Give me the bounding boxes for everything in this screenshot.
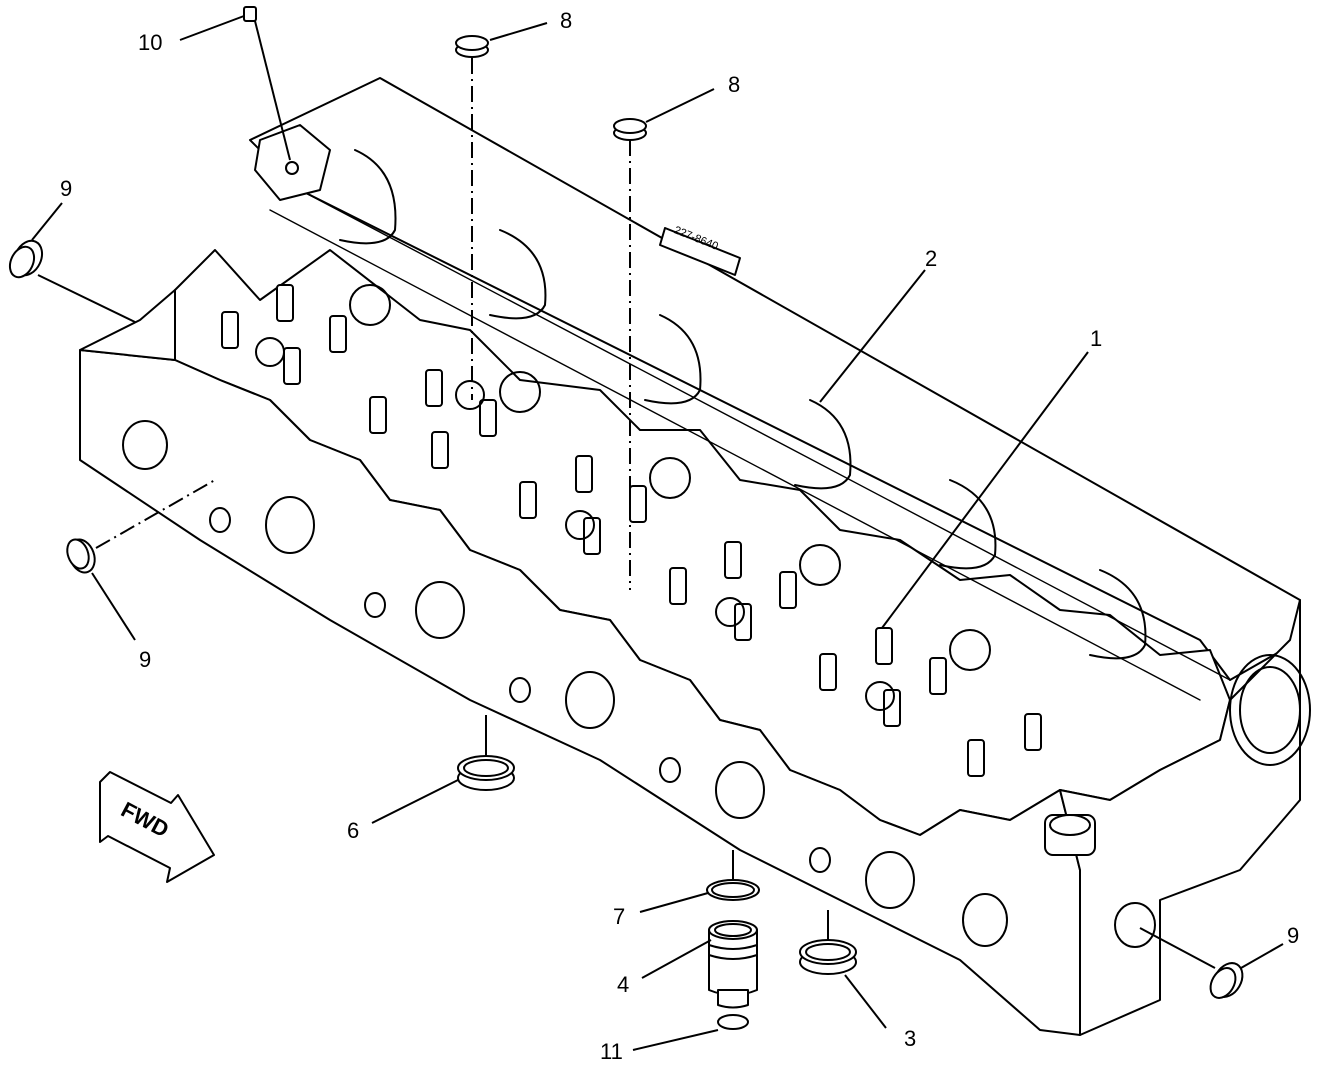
bolt-part <box>243 6 257 22</box>
plug-part-a <box>455 35 489 58</box>
callout-10: 10 <box>138 30 162 55</box>
callout-3: 3 <box>904 1026 916 1051</box>
callout-leaders <box>31 15 1284 1051</box>
plug-part-9-left <box>66 538 96 574</box>
callout-7: 7 <box>613 904 625 929</box>
plug-part-b <box>613 118 647 141</box>
callout-8-upper: 8 <box>560 8 572 33</box>
valve-stems <box>221 284 1042 777</box>
plug-part-9-right <box>1209 962 1244 999</box>
plug-part-9-top <box>8 239 44 279</box>
callout-9-right: 9 <box>1287 923 1299 948</box>
callout-11: 11 <box>600 1039 623 1064</box>
seal-part-6 <box>457 755 515 791</box>
callout-8-lower: 8 <box>728 72 740 97</box>
o-ring-11 <box>717 1014 749 1030</box>
callout-labels: 1 2 3 4 6 7 8 8 9 9 9 10 11 <box>60 8 1299 1064</box>
callout-6: 6 <box>347 818 359 843</box>
callout-4: 4 <box>617 972 629 997</box>
seal-part-3 <box>799 939 857 975</box>
callout-9-left: 9 <box>139 647 151 672</box>
callout-9-top-left: 9 <box>60 176 72 201</box>
callout-2: 2 <box>925 246 937 271</box>
assembly-lines <box>37 20 1216 969</box>
callout-1: 1 <box>1090 326 1102 351</box>
loose-parts <box>8 6 1244 1030</box>
cylinder-head-body: 227-8640 <box>79 77 1311 1036</box>
sleeve-part-4 <box>708 920 758 1009</box>
forward-direction-arrow: FWD <box>99 771 215 883</box>
